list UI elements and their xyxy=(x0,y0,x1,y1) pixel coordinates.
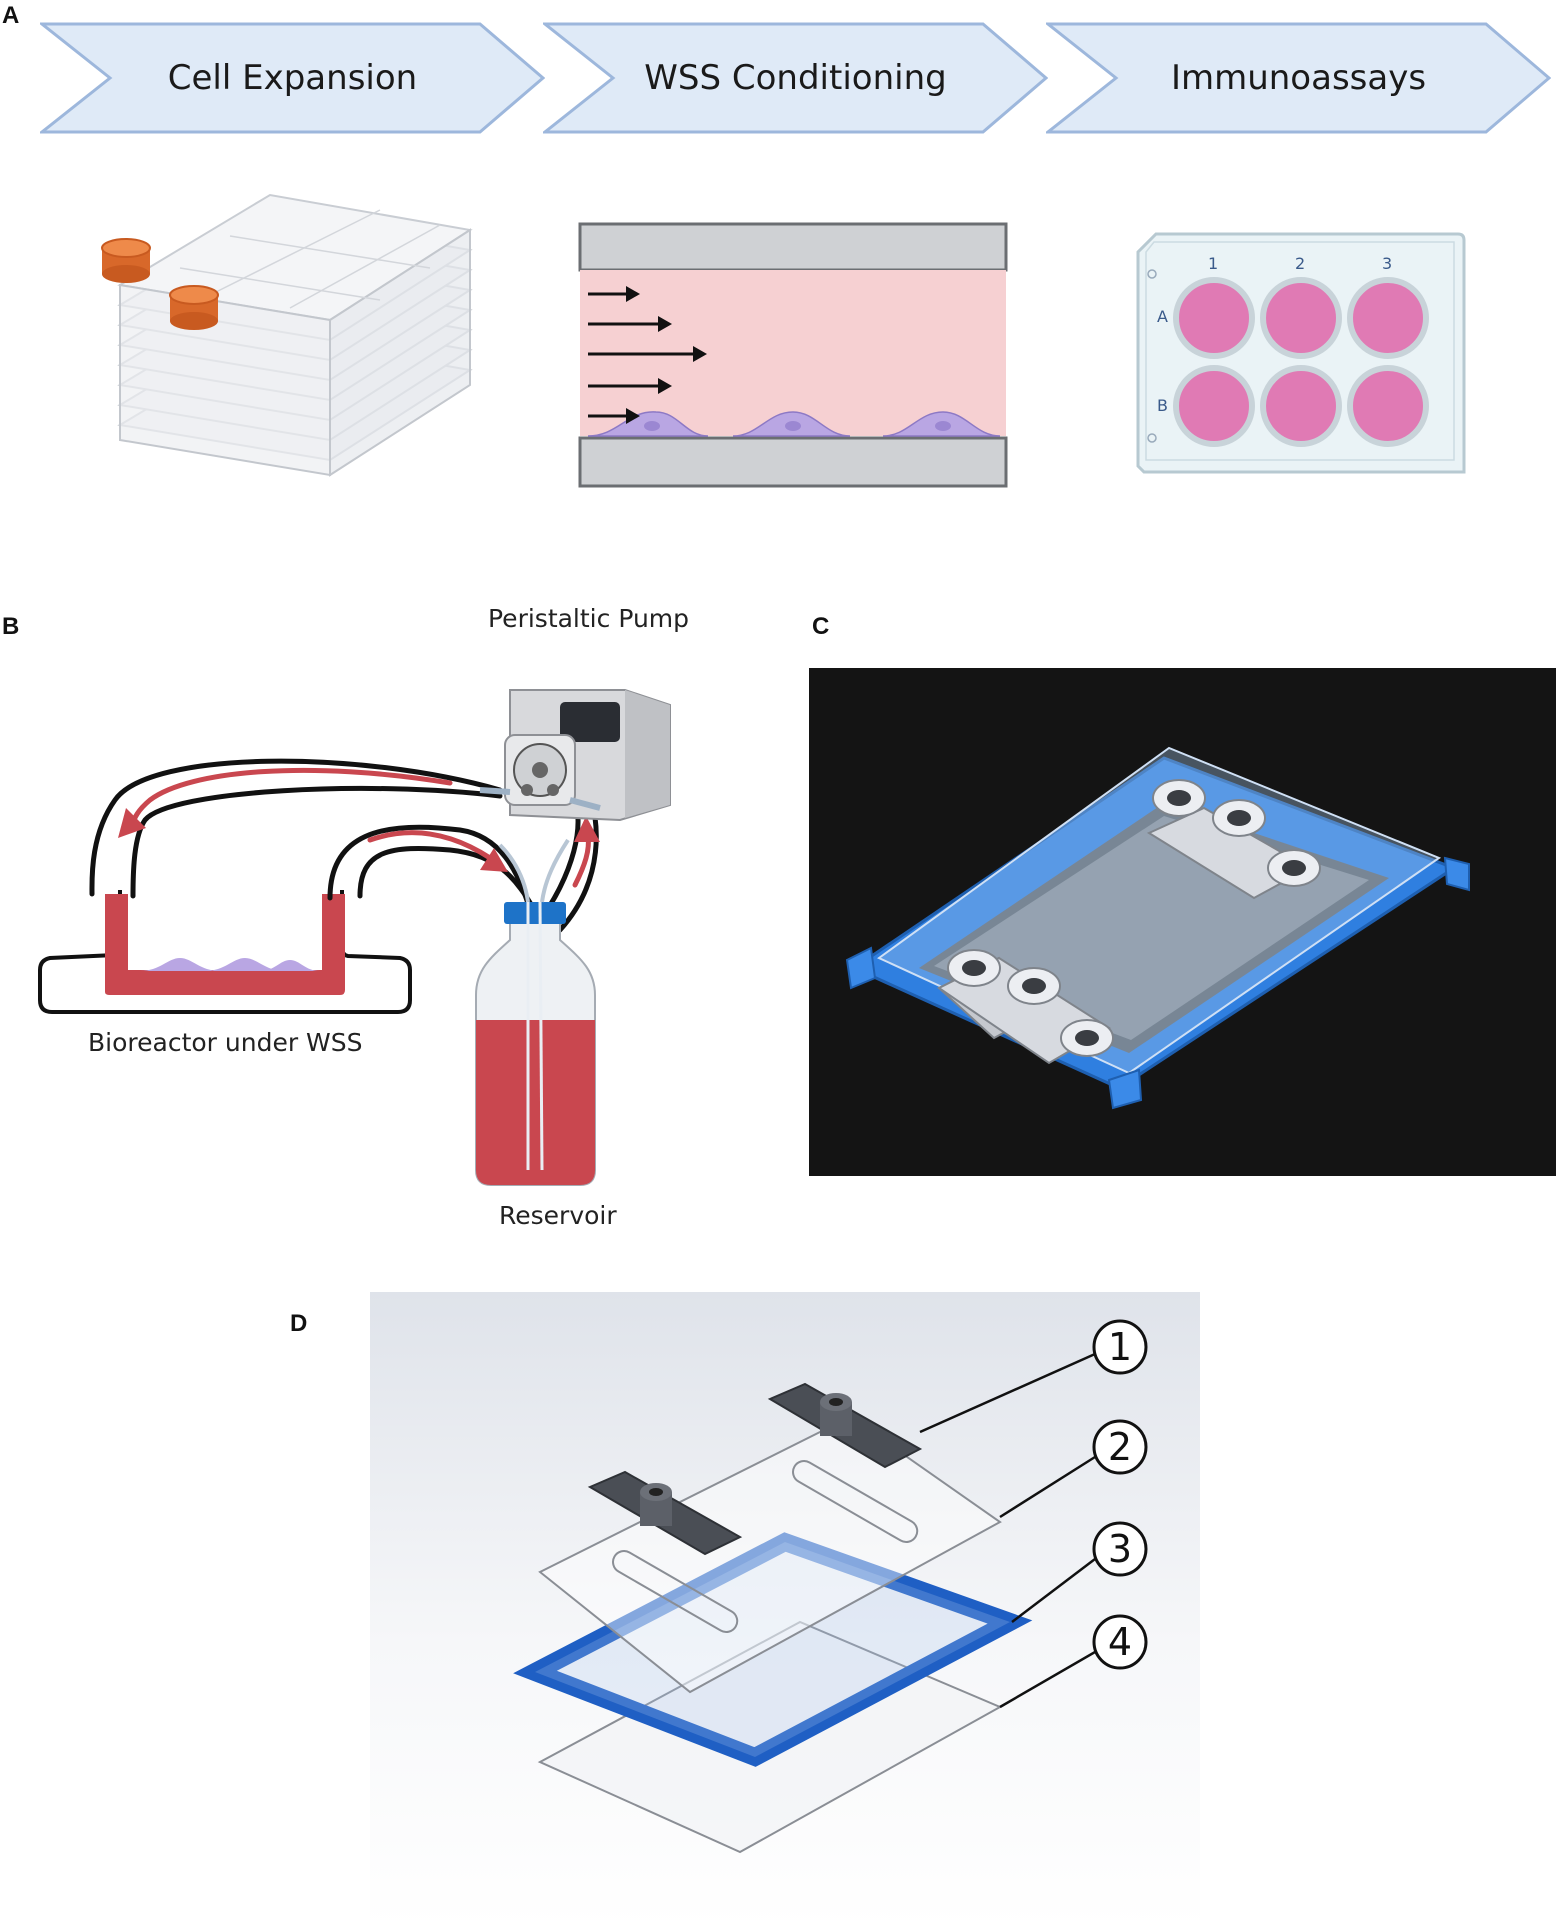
step-label: Cell Expansion xyxy=(167,58,418,98)
plate-column-label: 3 xyxy=(1382,254,1393,273)
clamp-bar xyxy=(767,1382,923,1469)
peristaltic-pump-label: Peristaltic Pump xyxy=(488,604,690,633)
frame-corner-tab xyxy=(1443,856,1470,892)
reservoir-bottle-icon xyxy=(475,838,596,1186)
clamp-bar xyxy=(937,949,1114,1065)
well-icon xyxy=(1347,277,1429,359)
cell-icon xyxy=(732,411,851,437)
step-label: Immunoassays xyxy=(1170,58,1427,98)
perfusion-circuit-diagram xyxy=(38,689,671,1186)
chevron-arrow-icon xyxy=(543,22,1048,134)
flow-arrow-icon xyxy=(588,408,640,424)
clamp-bar xyxy=(1146,779,1321,900)
callout-circle-icon xyxy=(1092,1614,1148,1670)
panel-label-b: B xyxy=(2,613,20,640)
cell-icon xyxy=(587,411,709,437)
bioreactor-render xyxy=(809,668,1556,1176)
panel-label-a: A xyxy=(2,2,20,29)
frame-corner-tab xyxy=(1107,1068,1143,1110)
callout-label: 3 xyxy=(1107,1527,1133,1571)
flow-arrow-icon xyxy=(588,378,672,394)
well-icon xyxy=(1347,365,1429,447)
callout-circle-icon xyxy=(1092,1419,1148,1475)
callout-circle-icon xyxy=(1092,1319,1148,1375)
flask-cap-icon xyxy=(101,238,151,283)
flow-arrow-icon xyxy=(574,816,600,842)
plate-row-label: B xyxy=(1157,396,1168,415)
chevron-arrow-icon xyxy=(40,22,545,134)
plate-column-label: 2 xyxy=(1295,254,1306,273)
plate-column-label: 1 xyxy=(1208,254,1219,273)
callout-label: 2 xyxy=(1107,1425,1133,1469)
panel-label-d: D xyxy=(290,1310,308,1337)
flow-channel-diagram xyxy=(578,222,1008,488)
clamp-bar xyxy=(587,1470,743,1556)
frame-corner-tab xyxy=(845,946,877,990)
cell-icon xyxy=(140,958,320,971)
flow-arrow-icon xyxy=(588,346,707,362)
workflow-step-wss-conditioning: WSS Conditioning xyxy=(543,22,1048,134)
well-icon xyxy=(1260,365,1342,447)
exploded-assembly-view xyxy=(370,1292,1200,1929)
peristaltic-pump-icon xyxy=(479,689,671,822)
callout-label: 1 xyxy=(1107,1325,1133,1369)
workflow-step-cell-expansion: Cell Expansion xyxy=(40,22,545,134)
well-icon xyxy=(1173,277,1255,359)
workflow-step-immunoassays: Immunoassays xyxy=(1046,22,1551,134)
flow-arrow-icon xyxy=(118,808,146,838)
plate-row-label: A xyxy=(1157,307,1168,326)
callout-circle-icon xyxy=(1092,1521,1148,1577)
step-label: WSS Conditioning xyxy=(644,58,947,98)
callout-label: 4 xyxy=(1107,1620,1133,1664)
flask-cap-icon xyxy=(169,285,219,330)
flow-arrow-icon xyxy=(588,316,672,332)
flow-arrow-icon xyxy=(480,848,508,872)
flow-arrow-icon xyxy=(588,286,640,302)
chevron-arrow-icon xyxy=(1046,22,1551,134)
cell-icon xyxy=(882,411,1001,437)
six-well-plate-icon xyxy=(1136,232,1466,474)
cell-factory-flask-icon xyxy=(101,193,473,477)
well-icon xyxy=(1173,365,1255,447)
bioreactor-label: Bioreactor under WSS xyxy=(88,1028,363,1057)
panel-label-c: C xyxy=(812,613,830,640)
well-icon xyxy=(1260,277,1342,359)
reservoir-label: Reservoir xyxy=(499,1201,617,1230)
